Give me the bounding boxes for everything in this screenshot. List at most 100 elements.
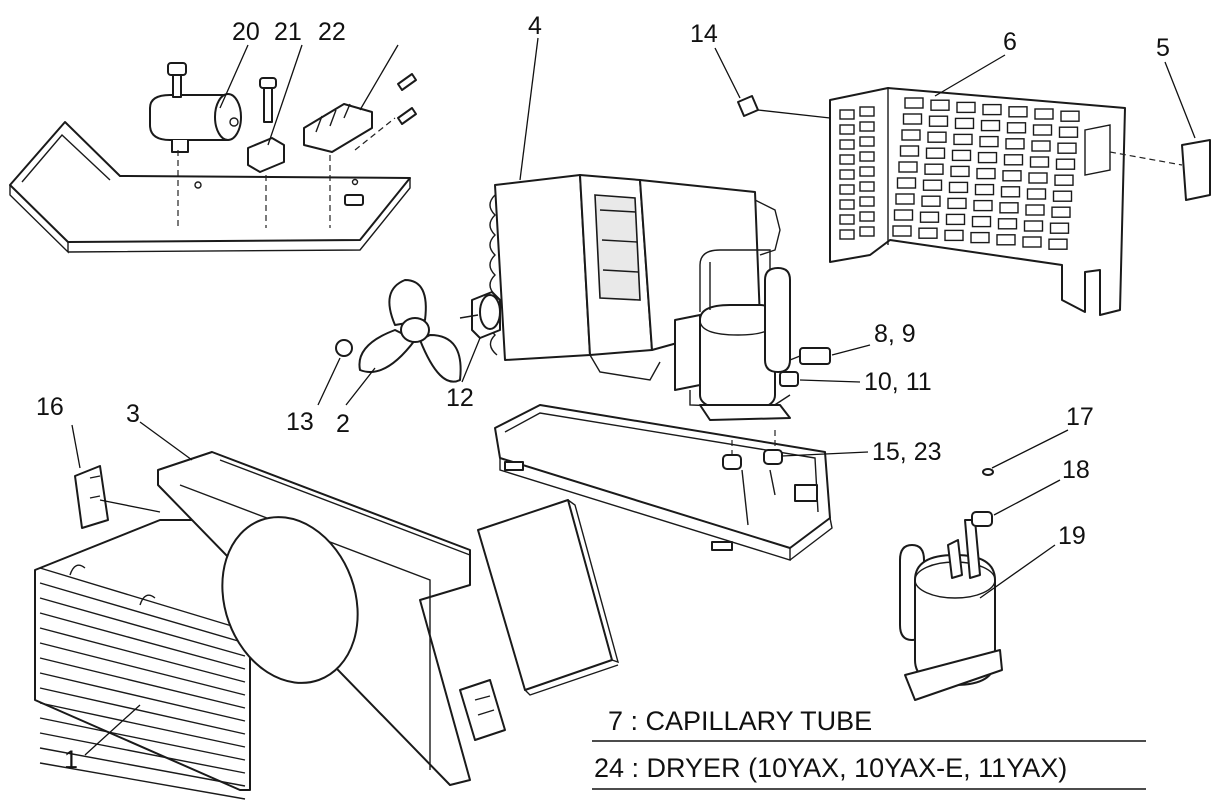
grille-hole <box>1031 140 1051 152</box>
grille-hole <box>977 151 998 164</box>
grille-hole <box>839 154 855 165</box>
grille-hole <box>1026 188 1047 200</box>
grille-bar <box>39 597 246 657</box>
grille-hole <box>859 196 875 207</box>
grille-hole <box>1002 170 1022 182</box>
grille-hole <box>950 165 970 178</box>
grille-hole <box>1058 126 1079 138</box>
grille-hole <box>896 177 917 189</box>
grille-hole <box>944 229 964 242</box>
service-valves <box>779 347 831 387</box>
mounting-bolts <box>722 449 783 526</box>
grille-bar <box>39 762 246 800</box>
grille-hole <box>859 136 875 147</box>
grille-hole <box>1000 186 1021 198</box>
callout-6: 6 <box>1003 28 1017 56</box>
grille-hole <box>1003 154 1024 166</box>
grille-hole <box>1054 174 1074 186</box>
callout-4: 4 <box>528 12 542 40</box>
grille-hole <box>971 215 992 228</box>
callout-16: 16 <box>36 393 64 421</box>
terminal-block-small <box>247 77 285 228</box>
legend-item-dryer: 24 : DRYER (10YAX, 10YAX-E, 11YAX) <box>594 753 1067 783</box>
grille-hole <box>956 101 976 114</box>
grille-bar <box>39 732 246 774</box>
grille-bar <box>39 702 246 748</box>
grille-hole <box>980 119 1001 132</box>
callout-1: 1 <box>64 746 78 774</box>
grille-hole <box>918 227 938 239</box>
fan-motor <box>459 291 501 339</box>
grille-hole <box>859 151 875 162</box>
grille-hole <box>893 209 914 221</box>
grille-bar <box>39 672 246 722</box>
legend: 7 : CAPILLARY TUBE 24 : DRYER (10YAX, 10… <box>592 706 1146 790</box>
compressor-with-tubing <box>674 249 791 421</box>
rear-grille-panel <box>829 87 1126 316</box>
grille-hole <box>1022 236 1042 248</box>
control-plate <box>9 121 411 254</box>
callout-13: 13 <box>286 408 314 436</box>
terminal-block-large <box>303 73 417 228</box>
grille-hole <box>1025 204 1045 216</box>
grille-hole <box>839 109 855 120</box>
callout-22: 22 <box>318 18 346 46</box>
callout-18: 18 <box>1062 456 1090 484</box>
grille-hole <box>951 149 972 162</box>
side-panel <box>477 499 620 696</box>
grille-bar <box>39 582 246 644</box>
callout-5: 5 <box>1156 34 1170 62</box>
fan-nut <box>335 339 353 357</box>
grille-hole <box>1006 122 1027 134</box>
grille-hole <box>1052 190 1073 202</box>
callout-19: 19 <box>1058 522 1086 550</box>
grille-hole <box>895 193 915 205</box>
grille-hole <box>982 103 1002 116</box>
grille-hole <box>839 169 855 180</box>
callout-20: 20 <box>232 18 260 46</box>
bracket-16 <box>74 465 161 529</box>
grille-bar <box>39 612 246 670</box>
grille-hole <box>953 133 973 146</box>
grille-hole <box>1049 222 1070 234</box>
grille-hole <box>973 199 993 212</box>
grille-bar <box>39 642 246 696</box>
callout-3: 3 <box>126 400 140 428</box>
grille-bar <box>39 687 246 735</box>
grille-hole <box>945 213 966 226</box>
grille-hole <box>930 99 950 111</box>
grille-hole <box>954 117 975 130</box>
grille-hole <box>1008 106 1028 118</box>
grille-hole <box>1057 142 1077 154</box>
grille-hole <box>1055 158 1076 170</box>
grille-hole <box>839 124 855 135</box>
grille-hole <box>1023 220 1044 232</box>
capacitor-screw <box>167 62 187 98</box>
grille-bar <box>39 747 246 787</box>
grille-hole <box>839 184 855 195</box>
grille-hole <box>904 97 924 109</box>
grille-bar <box>39 657 246 709</box>
access-cover-5 <box>1109 139 1211 201</box>
grille-hole <box>1048 238 1068 250</box>
grille-hole <box>839 139 855 150</box>
grille-hole <box>947 197 967 210</box>
compressor-19 <box>899 519 1003 701</box>
grille-bars <box>39 567 246 800</box>
grille-bar <box>39 717 246 761</box>
grille-hole <box>999 202 1019 214</box>
grille-hole <box>970 231 990 244</box>
callout-15-23: 15, 23 <box>872 438 942 466</box>
callout-12: 12 <box>446 384 474 412</box>
leader-lines <box>71 37 1196 756</box>
grille-hole <box>927 131 947 143</box>
grille-hole <box>859 211 875 222</box>
grille-hole <box>1034 108 1054 120</box>
grille-hole <box>1029 156 1050 168</box>
grille-bar <box>39 627 246 683</box>
grille-hole <box>839 199 855 210</box>
grille-hole <box>928 115 949 127</box>
grille-hole <box>859 106 875 117</box>
grille-hole <box>996 234 1016 246</box>
